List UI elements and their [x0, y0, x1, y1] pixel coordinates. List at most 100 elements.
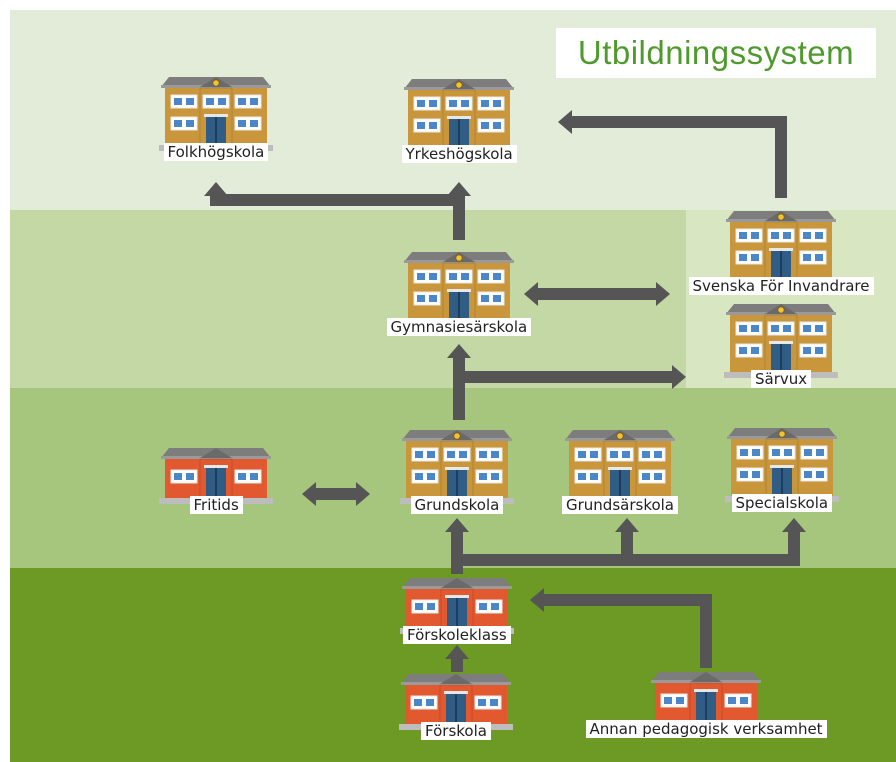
window-pane	[739, 232, 747, 239]
window-pane	[771, 232, 779, 239]
window-pane	[783, 232, 791, 239]
window-pane	[250, 98, 258, 105]
window-pane	[816, 449, 824, 456]
door-lintel	[204, 465, 228, 468]
window-pane	[815, 232, 823, 239]
window-pane	[417, 295, 425, 302]
arrow-head	[615, 518, 639, 532]
window-pane	[751, 347, 759, 354]
school-building-icon	[724, 211, 838, 285]
clock-icon	[455, 254, 463, 262]
school-building-icon	[402, 79, 516, 153]
school-building-icon	[159, 77, 273, 151]
window-pane	[740, 449, 748, 456]
window-pane	[590, 473, 598, 480]
node-yrkeshogskola: Yrkeshögskola	[400, 77, 518, 163]
window-pane	[238, 473, 246, 480]
door-lintel	[447, 116, 471, 119]
window-pane	[493, 122, 501, 129]
window-pane	[739, 347, 747, 354]
pediment	[690, 672, 722, 682]
door-lintel	[447, 289, 471, 292]
window-pane	[415, 451, 423, 458]
window-pane	[414, 699, 422, 706]
window-pane	[642, 473, 650, 480]
arrow-head	[447, 344, 471, 358]
pediment	[200, 448, 232, 458]
window-pane	[481, 122, 489, 129]
window-pane	[590, 451, 598, 458]
window-pane	[427, 451, 435, 458]
door-split	[619, 470, 621, 498]
node-grundsarskola: Grundsärskola	[561, 428, 679, 514]
node-forskoleklass: Förskoleklass	[398, 576, 516, 644]
node-specialskola: Specialskola	[723, 426, 841, 512]
arrow-head	[530, 588, 544, 612]
door-lintel	[445, 595, 469, 598]
label-specialskola: Specialskola	[731, 494, 833, 512]
door-split	[780, 251, 782, 279]
window-pane	[622, 451, 630, 458]
window-pane	[415, 603, 423, 610]
window-pane	[481, 295, 489, 302]
label-forskoleklass: Förskoleklass	[403, 626, 511, 644]
window-pane	[803, 254, 811, 261]
window-pane	[578, 473, 586, 480]
door-split	[781, 468, 783, 496]
node-svenska-for-invandrare: Svenska För Invandrare	[688, 209, 874, 295]
window-pane	[751, 232, 759, 239]
window-pane	[447, 451, 455, 458]
window-pane	[479, 473, 487, 480]
window-pane	[784, 449, 792, 456]
node-sarvux: Särvux	[722, 302, 840, 388]
arrow-head	[656, 282, 670, 306]
school-building-icon	[724, 304, 838, 378]
window-pane	[815, 347, 823, 354]
window-pane	[578, 451, 586, 458]
window-pane	[479, 451, 487, 458]
door-split	[215, 468, 217, 498]
arrow-head	[445, 518, 469, 532]
door-split	[458, 292, 460, 320]
arrow-head	[356, 482, 370, 506]
window-pane	[250, 120, 258, 127]
window-pane	[417, 100, 425, 107]
clock-icon	[777, 306, 785, 314]
clock-icon	[777, 213, 785, 221]
window-pane	[479, 603, 487, 610]
window-pane	[429, 295, 437, 302]
label-fritids: Fritids	[189, 496, 243, 514]
window-pane	[478, 699, 486, 706]
window-pane	[676, 697, 684, 704]
diagram-title: Utbildningssystem	[556, 28, 876, 78]
window-pane	[654, 473, 662, 480]
window-pane	[493, 295, 501, 302]
school-building-icon	[725, 428, 839, 502]
door-lintel	[769, 341, 793, 344]
school-building-icon	[402, 252, 516, 326]
label-svenska-for-invandrare: Svenska För Invandrare	[688, 277, 874, 295]
window-pane	[449, 273, 457, 280]
door-lintel	[770, 465, 794, 468]
window-pane	[803, 232, 811, 239]
door-split	[780, 344, 782, 372]
pediment	[440, 674, 472, 684]
window-pane	[493, 273, 501, 280]
door-lintel	[445, 467, 469, 470]
clock-icon	[453, 432, 461, 440]
window-pane	[429, 273, 437, 280]
label-forskola: Förskola	[421, 722, 491, 740]
window-pane	[186, 98, 194, 105]
window-pane	[654, 451, 662, 458]
clock-icon	[212, 79, 220, 87]
window-pane	[174, 473, 182, 480]
window-pane	[642, 451, 650, 458]
arrow-head	[445, 645, 469, 659]
window-pane	[815, 254, 823, 261]
window-pane	[752, 471, 760, 478]
door-lintel	[444, 691, 468, 694]
window-pane	[751, 325, 759, 332]
window-pane	[804, 449, 812, 456]
